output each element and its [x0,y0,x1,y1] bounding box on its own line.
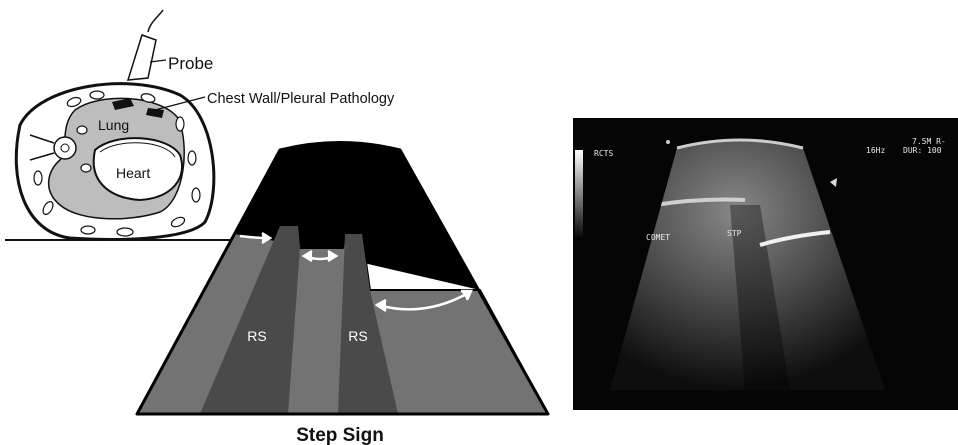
ultrasound-readout-freq: 16Hz [866,146,885,155]
ultrasound-readout-1: 7.5M R- [912,137,946,146]
pathology-mark [146,108,164,118]
heart [92,137,183,202]
pleural-line-chest [654,197,746,207]
chest-wall-sector [235,142,480,290]
probe-label: Probe [168,54,213,73]
lung-label: Lung [98,117,129,133]
distance-arrows [239,231,473,313]
pathology-label: Chest Wall/Pleural Pathology [207,91,395,107]
step-sign-diagram: RS RS Step Sign [135,141,550,445]
rib-shadow-label-right: RS [348,328,367,344]
step-label: STP [727,229,742,238]
pleural-line-step [759,230,831,247]
focus-marker-icon [830,178,837,187]
heart-label: Heart [116,165,150,181]
probe-icon [126,9,167,81]
ultrasound-image: RCTS 7.5M R- 16Hz DUR: 100 COMET STP [573,118,958,410]
spine-icon [29,134,77,161]
rib-shadow-right [338,234,398,414]
ribs [33,90,201,237]
ultrasound-left-marker: RCTS [594,149,613,158]
comet-label: COMET [646,233,670,242]
rib-shadow-label-left: RS [247,328,266,344]
probe-surface-line [676,138,804,150]
pathology-mark [112,98,134,110]
sector-outline [135,141,550,416]
acoustic-shadow [730,205,790,390]
rib-shadow-left [200,226,300,414]
chest-cross-section: Probe Chest Wall/Pleural Pathology Lung … [5,9,395,241]
grayscale-bar [575,150,583,240]
pathology-leader-line [154,96,206,111]
ultrasound-readout-dur: DUR: 100 [903,146,942,155]
step-sign-title: Step Sign [296,425,384,445]
